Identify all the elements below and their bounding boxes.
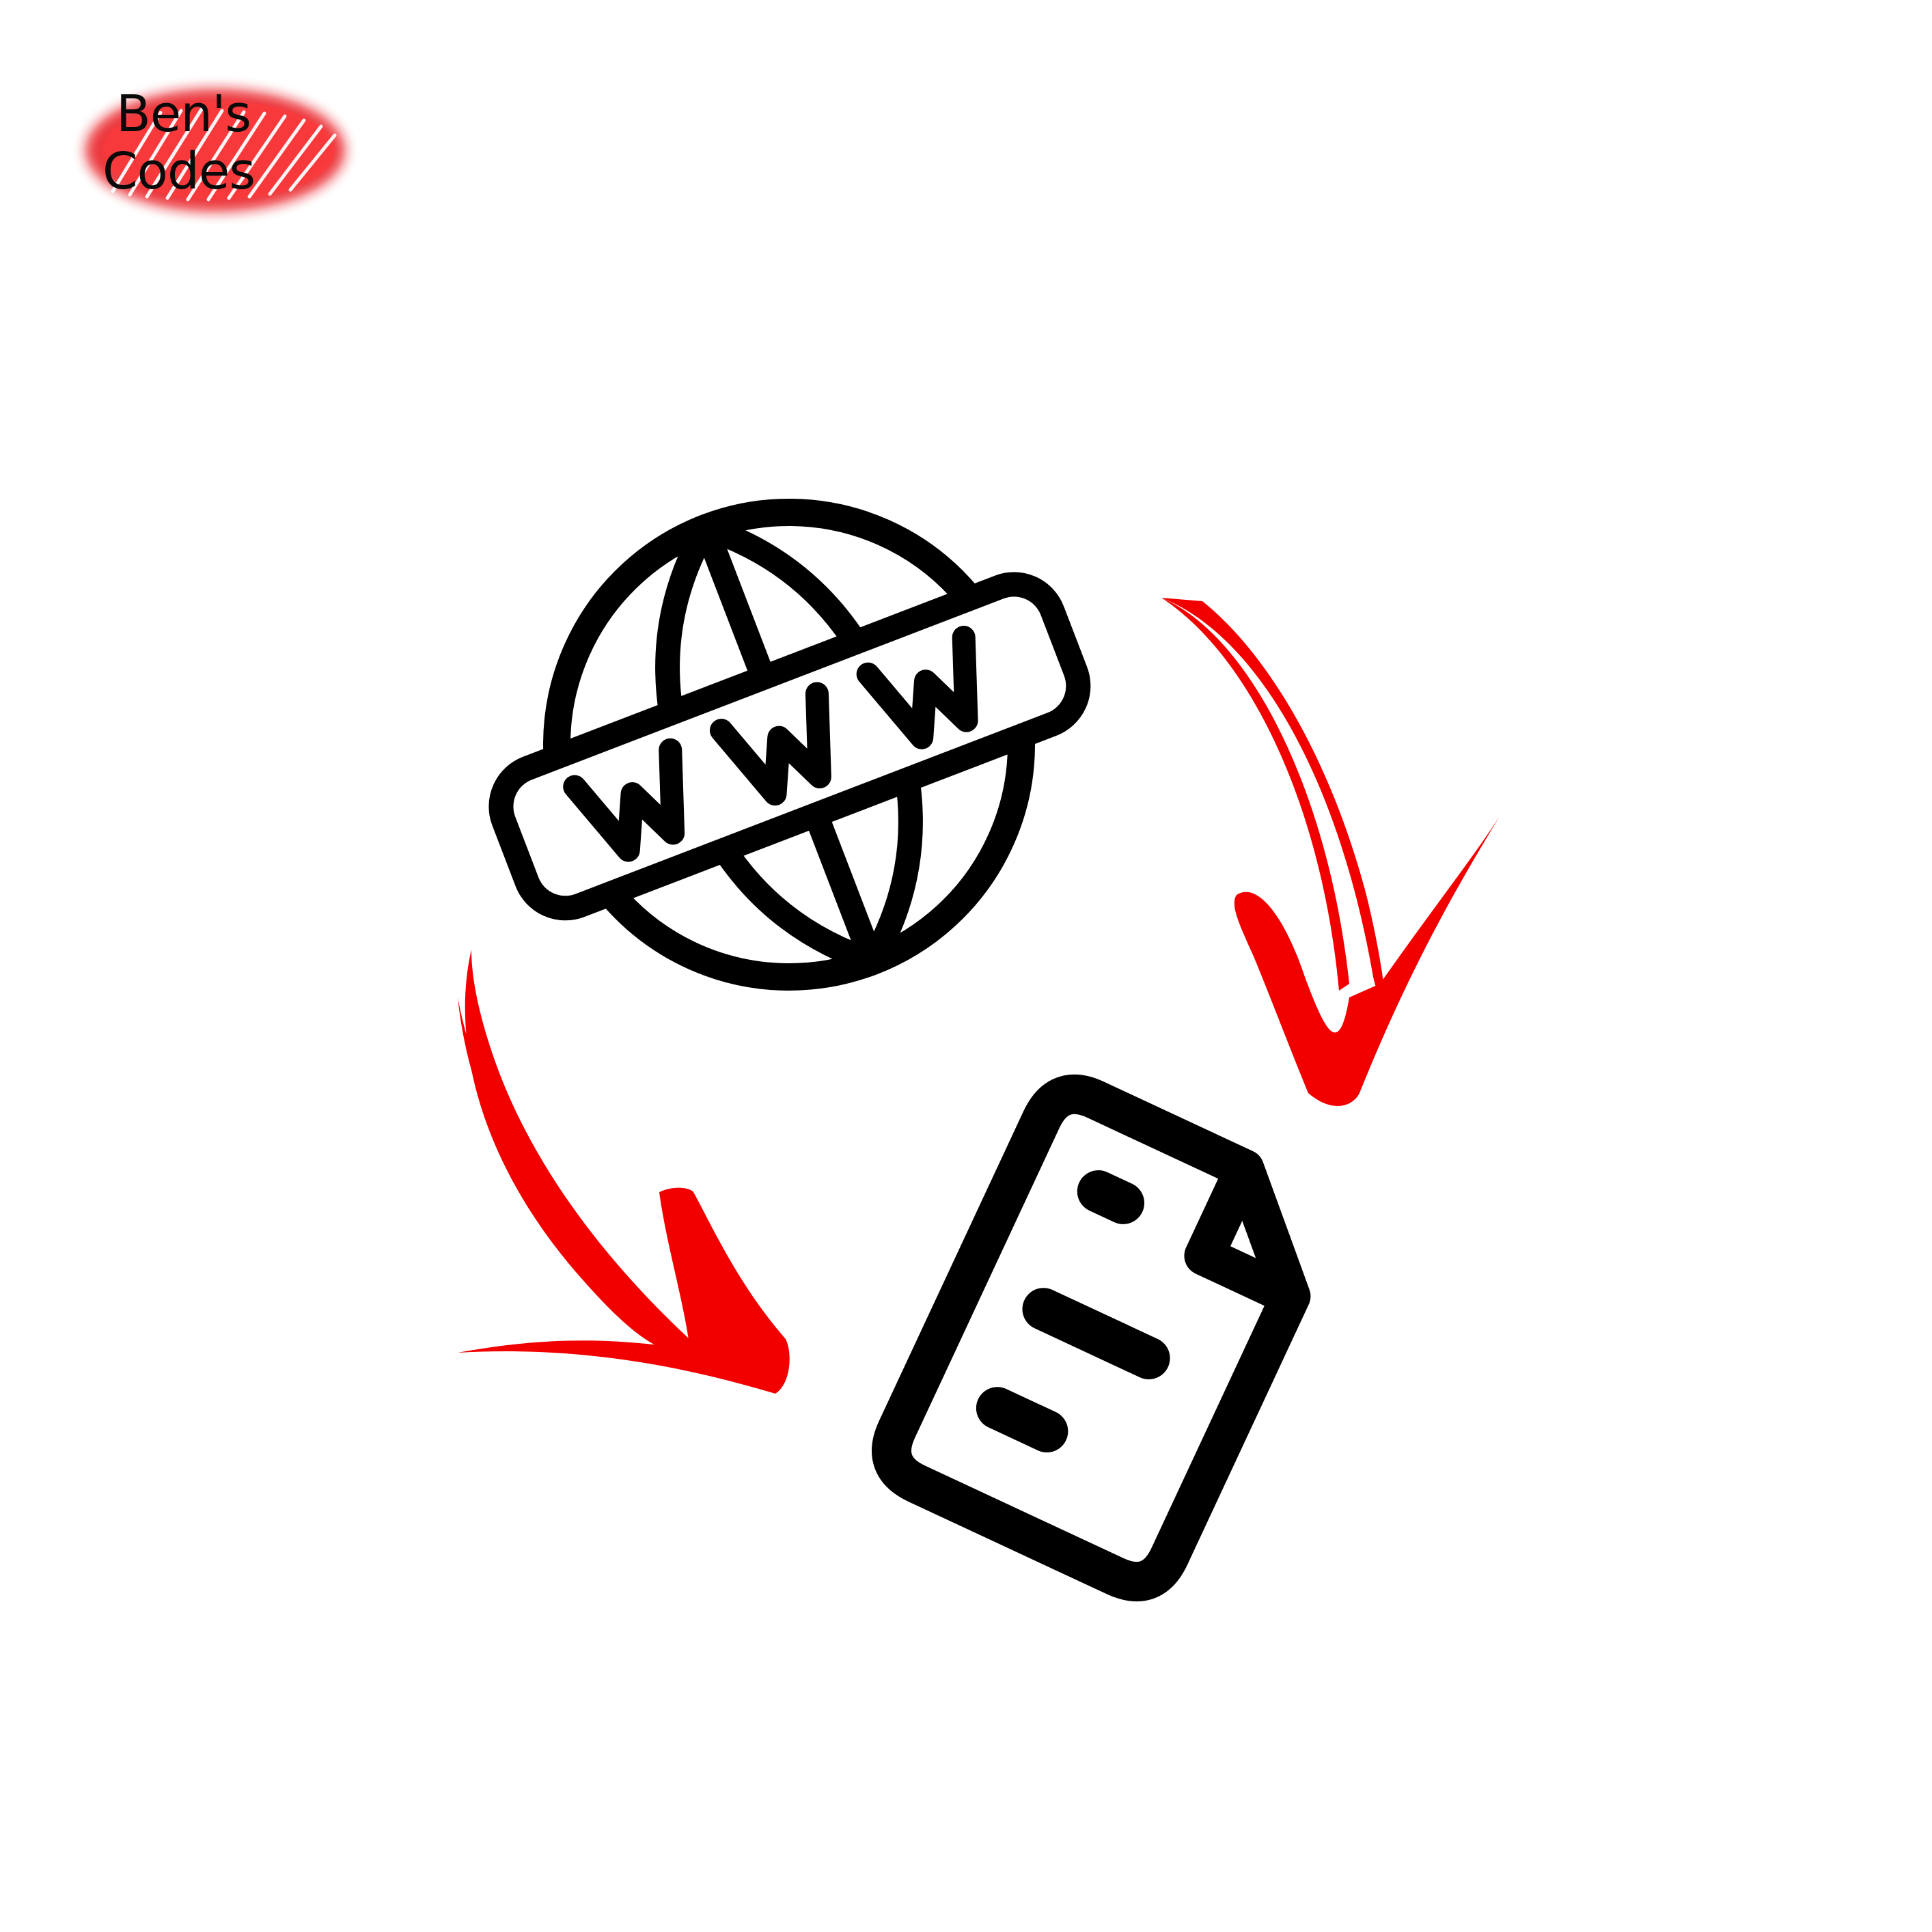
brand-logo: Ben's Codes bbox=[65, 48, 372, 239]
logo-line-2: Codes bbox=[102, 142, 256, 201]
globe-www-icon bbox=[488, 499, 1091, 991]
arrow-left-curved bbox=[458, 950, 790, 1394]
arrow-right-curved bbox=[1161, 598, 1500, 1106]
document-icon bbox=[872, 1074, 1311, 1601]
logo-line-1: Ben's bbox=[116, 85, 251, 143]
logo-scribble-highlight bbox=[85, 89, 345, 212]
logo-text: Ben's Codes bbox=[102, 85, 362, 200]
